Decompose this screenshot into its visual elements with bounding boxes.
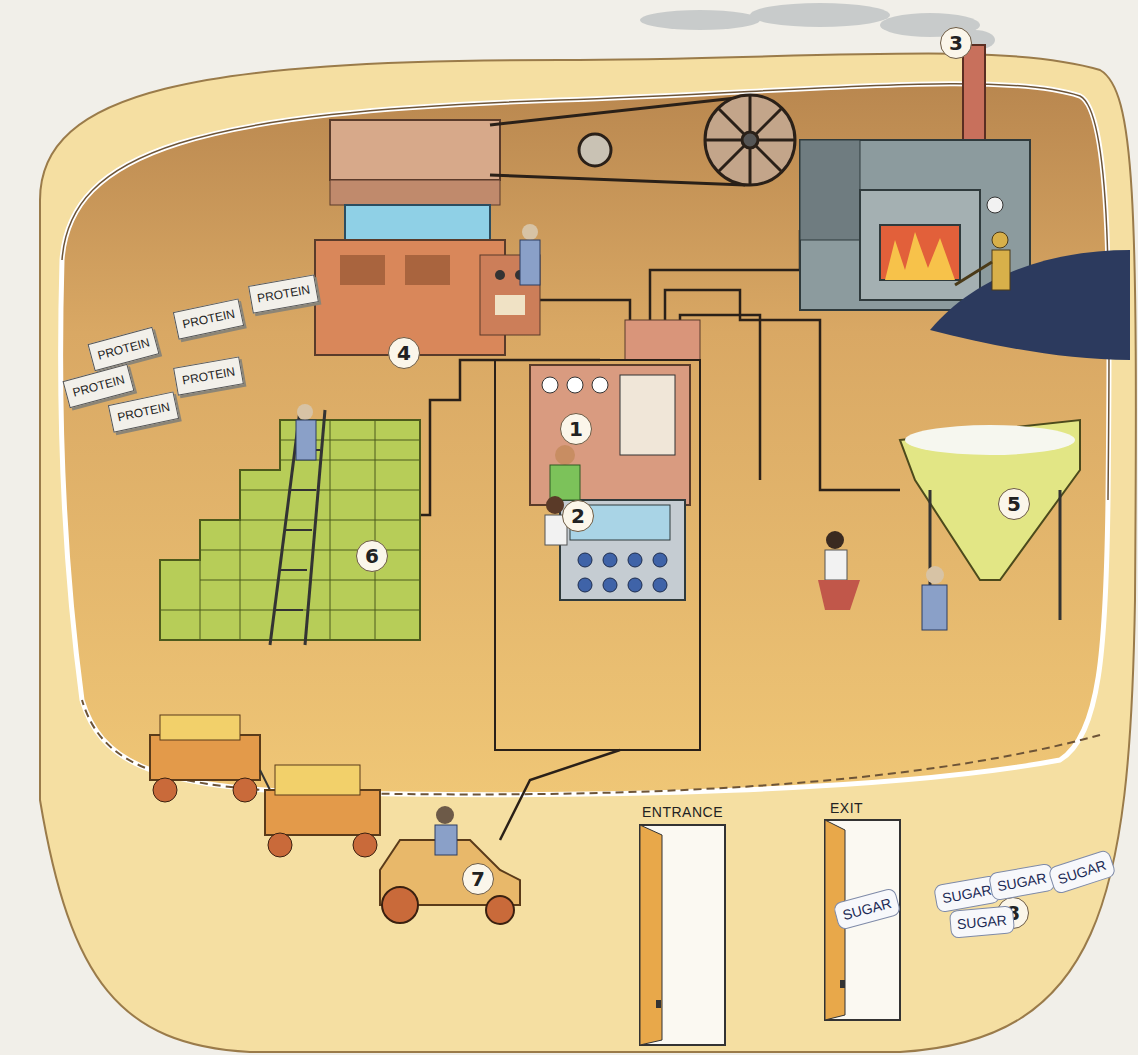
callout-number: 4 — [388, 337, 420, 369]
control-room — [495, 320, 700, 750]
protein-box: PROTEIN — [173, 356, 244, 395]
dashed-boundary — [82, 700, 1100, 794]
tractor-train — [150, 715, 520, 924]
sugar-hopper — [818, 420, 1080, 630]
furnace — [800, 45, 1030, 310]
protein-box: PROTEIN — [173, 298, 245, 339]
door-label: EXIT — [830, 800, 863, 816]
wires — [420, 230, 900, 840]
callout-number: 2 — [562, 500, 594, 532]
worker — [520, 224, 540, 285]
callout-number: 3 — [940, 27, 972, 59]
protein-box: PROTEIN — [248, 274, 319, 313]
callout-number: 6 — [356, 540, 388, 572]
callout-number: 5 — [998, 488, 1030, 520]
worker — [955, 232, 1010, 290]
sugar-bag: SUGAR — [832, 887, 901, 931]
callout-number: 1 — [560, 413, 592, 445]
cell-membrane — [40, 53, 1136, 1052]
belt-drive — [490, 95, 795, 185]
inner-region — [61, 84, 1109, 795]
sugar-bag: SUGAR — [1047, 849, 1116, 895]
sugar-bag: SUGAR — [988, 863, 1056, 902]
coal-pile — [930, 250, 1130, 360]
inner-outline — [62, 84, 1109, 500]
door-label: ENTRANCE — [642, 804, 723, 820]
stacked-boxes — [160, 404, 420, 645]
sugar-bag: SUGAR — [949, 905, 1015, 938]
protein-box: PROTEIN — [108, 391, 180, 432]
callout-number: 7 — [462, 863, 494, 895]
doors — [640, 820, 900, 1045]
protein-press — [315, 120, 540, 355]
